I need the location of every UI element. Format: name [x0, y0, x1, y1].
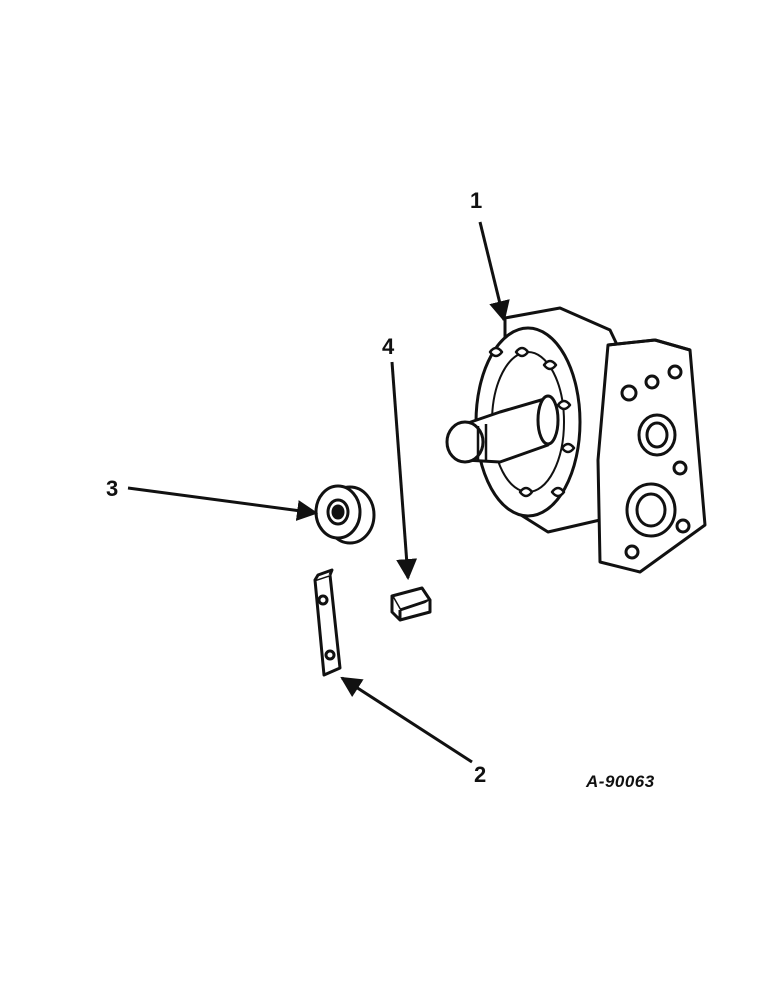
shaft-key-part	[390, 586, 432, 622]
callout-4: 4	[382, 334, 395, 359]
callout-3: 3	[106, 476, 119, 501]
callout-2: 2	[474, 762, 487, 787]
callout-1: 1	[470, 188, 483, 213]
drawing-code: A-90063	[586, 772, 655, 791]
leader-arrow-3	[127, 486, 319, 521]
leader-arrow-4	[390, 361, 418, 581]
pump-assembly-part	[445, 306, 707, 574]
link-strip-part	[313, 568, 342, 677]
leader-arrow-1	[478, 221, 510, 323]
seal-ring-part	[314, 484, 376, 545]
leader-arrows	[127, 221, 510, 764]
leader-arrow-2	[340, 676, 473, 764]
